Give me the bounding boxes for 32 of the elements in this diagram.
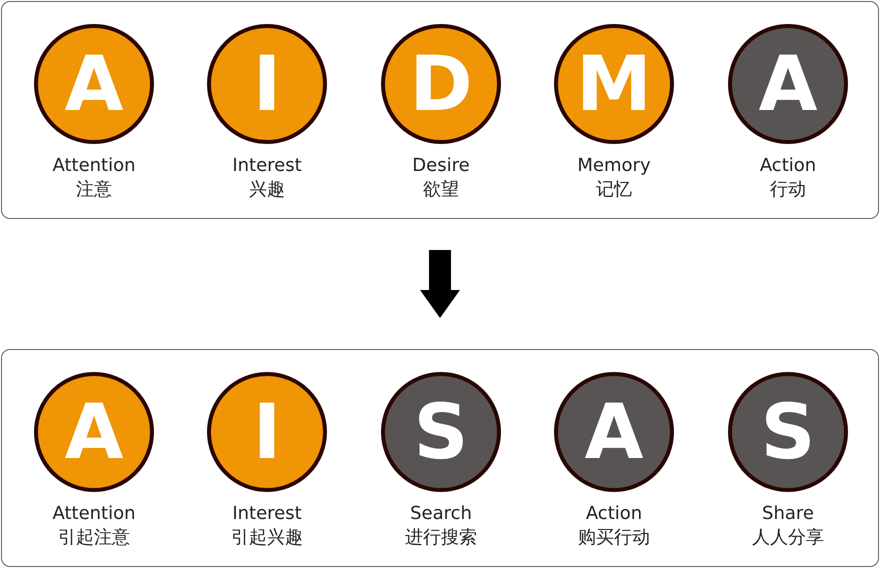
- chinese-label: 兴趣: [248, 178, 286, 202]
- letter: M: [576, 46, 652, 122]
- chinese-label: 行动: [769, 178, 807, 202]
- english-label: Memory: [576, 154, 652, 178]
- english-label: Interest: [231, 502, 303, 526]
- panel: [1, 1, 879, 219]
- english-label: Action: [758, 154, 818, 178]
- english-label: Attention: [51, 502, 137, 526]
- english-label: Action: [584, 502, 644, 526]
- chinese-label: 引起兴趣: [230, 526, 304, 550]
- panel: [1, 349, 879, 567]
- letter: I: [252, 46, 282, 122]
- chinese-label: 注意: [75, 178, 113, 202]
- chinese-label: 进行搜索: [404, 526, 478, 550]
- english-label: Search: [409, 502, 473, 526]
- chinese-label: 欲望: [422, 178, 460, 202]
- letter: A: [64, 394, 124, 470]
- chinese-label: 购买行动: [577, 526, 651, 550]
- english-label: Interest: [231, 154, 303, 178]
- english-label: Desire: [411, 154, 471, 178]
- letter: A: [584, 394, 644, 470]
- chinese-label: 记忆: [595, 178, 633, 202]
- english-label: Share: [761, 502, 815, 526]
- chinese-label: 引起注意: [57, 526, 131, 550]
- chinese-label: 人人分享: [751, 526, 825, 550]
- letter: A: [758, 46, 818, 122]
- letter: A: [64, 46, 124, 122]
- letter: S: [760, 394, 816, 470]
- letter: I: [252, 394, 282, 470]
- letter: S: [414, 394, 468, 470]
- english-label: Attention: [51, 154, 137, 178]
- letter: D: [409, 46, 473, 122]
